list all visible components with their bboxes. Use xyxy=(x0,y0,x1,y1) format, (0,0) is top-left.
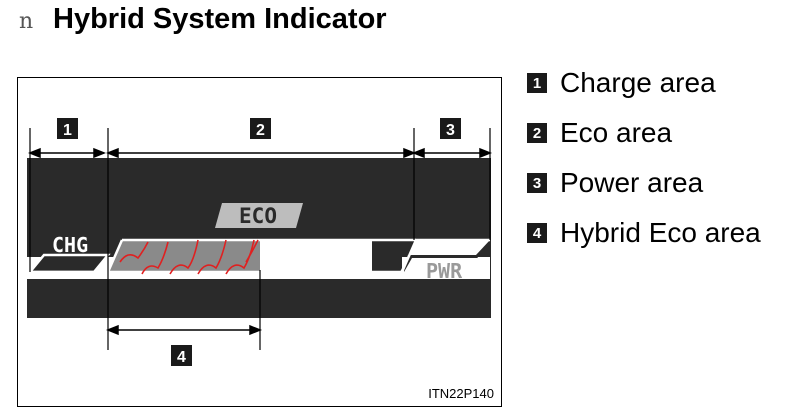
svg-text:1: 1 xyxy=(63,122,72,139)
pwr-label: PWR xyxy=(426,259,463,283)
legend-label: Eco area xyxy=(560,117,673,148)
hybrid-eco-marks xyxy=(119,239,259,275)
legend-label: Power area xyxy=(560,167,704,198)
eco-segment-unlit xyxy=(260,240,372,272)
svg-text:2: 2 xyxy=(256,122,265,139)
eco-segment-dark xyxy=(372,240,402,272)
svg-text:3: 3 xyxy=(446,122,455,139)
band-left-edge xyxy=(106,239,124,273)
legend-item-hybrid-eco-area: 4 Hybrid Eco area xyxy=(527,217,761,249)
figure-frame xyxy=(17,77,502,407)
callout-3: 3 xyxy=(440,118,461,139)
legend-item-charge-area: 1 Charge area xyxy=(527,67,716,99)
power-segment xyxy=(400,240,490,272)
legend-number: 3 xyxy=(527,173,547,193)
dimension-lines xyxy=(29,128,491,350)
legend-item-eco-area: 2 Eco area xyxy=(527,117,672,149)
legend-label: Charge area xyxy=(560,67,716,98)
eco-badge xyxy=(215,203,303,228)
band-outline xyxy=(30,238,490,274)
hybrid-eco-segment xyxy=(108,240,260,272)
charge-segment xyxy=(27,253,111,274)
callout-2: 2 xyxy=(250,118,271,139)
power-segment-inner xyxy=(404,255,478,272)
figure-code: ITN22P140 xyxy=(428,386,494,401)
legend-number: 4 xyxy=(527,223,547,243)
callout-4: 4 xyxy=(171,345,192,366)
page-title: Hybrid System Indicator xyxy=(53,3,387,35)
display-panel xyxy=(27,158,491,318)
legend-item-power-area: 3 Power area xyxy=(527,167,703,199)
legend-number: 2 xyxy=(527,123,547,143)
dimension-arrows xyxy=(27,147,493,336)
legend-number: 1 xyxy=(527,73,547,93)
legend-label: Hybrid Eco area xyxy=(560,217,761,248)
section-bullet: n xyxy=(19,9,34,34)
callout-1: 1 xyxy=(57,118,78,139)
svg-text:4: 4 xyxy=(177,349,186,366)
eco-label: ECO xyxy=(239,204,277,228)
chg-label: CHG xyxy=(52,233,88,257)
